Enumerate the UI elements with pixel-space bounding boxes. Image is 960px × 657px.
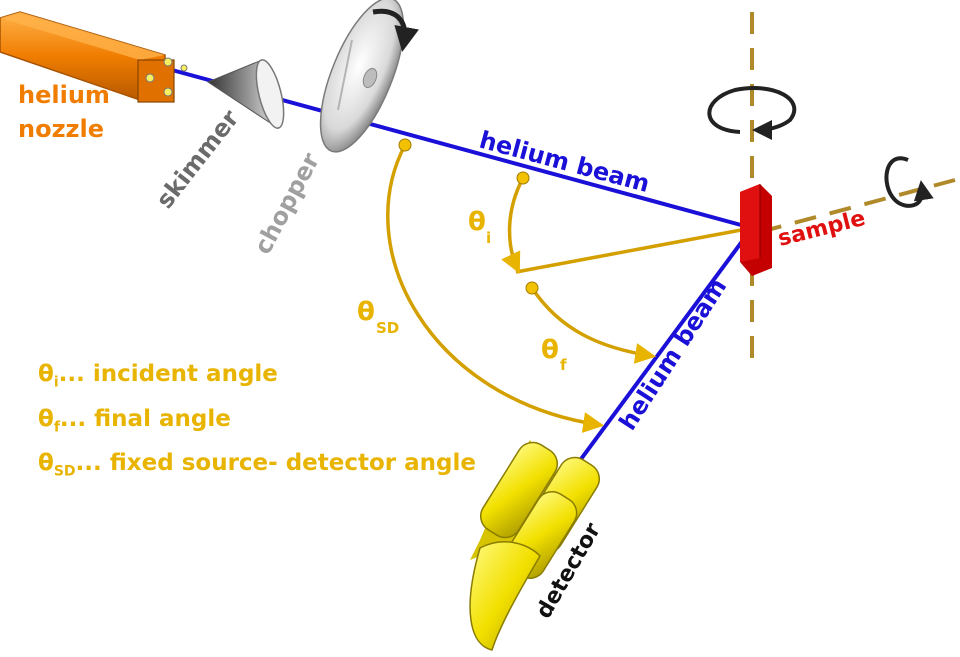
theta-f-arc: [530, 287, 657, 364]
legend-symbol: θ: [38, 450, 54, 477]
sample-label: sample: [775, 206, 867, 252]
surface-normal-line: [515, 226, 753, 274]
theta-i-start-dot: [516, 171, 530, 185]
legend-subscript: SD: [53, 463, 76, 480]
nozzle-label-line2: nozzle: [18, 115, 104, 143]
theta-sd-symbol: θ: [357, 297, 375, 327]
legend-text: ... fixed source- detector angle: [75, 450, 476, 477]
legend-row-final: θf... final angle: [38, 401, 476, 446]
theta-f-symbol: θ: [541, 335, 559, 365]
theta-f-label: θ f: [541, 335, 567, 374]
legend-text: ... final angle: [59, 405, 231, 432]
helium-nozzle: [0, 11, 188, 103]
theta-i-subscript: i: [486, 229, 491, 247]
nozzle-label-line1: helium: [18, 81, 110, 109]
theta-i-label: θ i: [468, 207, 491, 247]
legend-symbol: θ: [38, 361, 54, 387]
scattered-beam-label: helium beam: [614, 273, 733, 435]
legend-subscript: i: [53, 374, 59, 391]
theta-f-subscript: f: [560, 356, 567, 374]
legend-text: ... incident angle: [58, 361, 278, 387]
rotation-arrow-icon: [707, 86, 797, 140]
chopper-label: chopper: [249, 148, 326, 259]
legend-symbol: θ: [38, 405, 54, 432]
theta-i-symbol: θ: [468, 207, 486, 237]
angle-legend: θi... incident angle θf... final angle θ…: [38, 356, 476, 490]
legend-subscript: f: [53, 419, 60, 436]
legend-row-source-detector: θSD... fixed source- detector angle: [38, 445, 476, 490]
theta-sd-subscript: SD: [376, 319, 399, 337]
legend-row-incident: θi... incident angle: [38, 356, 476, 401]
rotation-arrow-icon: [884, 156, 934, 208]
theta-f-start-dot: [525, 281, 539, 295]
theta-i-arc: [501, 177, 525, 274]
sample: [740, 184, 772, 276]
theta-sd-start-dot: [398, 138, 412, 152]
detector: [469, 440, 601, 651]
skimmer: [206, 59, 285, 130]
skimmer-label: skimmer: [151, 104, 245, 213]
rotation-arrow-icon: [372, 8, 419, 52]
theta-sd-label: θ SD: [357, 297, 399, 337]
chopper: [319, 0, 405, 153]
theta-sd-arc: [386, 144, 605, 433]
